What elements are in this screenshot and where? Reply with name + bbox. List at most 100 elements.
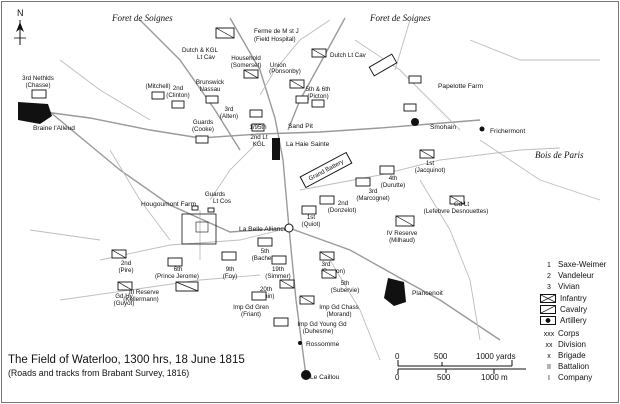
unit-duhesme-2: (Duhesme) [303, 328, 334, 335]
unit-marcognet-1: 3rd [369, 188, 379, 195]
unit-symbol [251, 123, 265, 132]
scale-m-0: 0 [395, 373, 400, 382]
hougoumont-enclosure [181, 213, 217, 245]
unit-dutch-lt-cav: Dutch Lt Cav [330, 52, 367, 59]
scale-m-1000: 1000 m [481, 373, 508, 382]
place-plancenoit: Plancenoit [412, 290, 443, 297]
unit-kgl2-2: KGL [253, 141, 266, 148]
scale-yards-500: 500 [434, 352, 448, 361]
infantry-symbol-icon [540, 294, 556, 304]
map-title-block: The Field of Waterloo, 1300 hrs, 18 June… [8, 354, 308, 378]
unit-durutte-1: 4th [389, 175, 398, 182]
unit-bachelu-2: (Bachelu) [252, 255, 278, 262]
unit-brunswick-1: Brunswick [196, 79, 225, 86]
place-papelotte: Papelotte Farm [438, 83, 484, 90]
unit-mitchell: (Mitchell) [145, 83, 170, 90]
place-bois-de-paris: Bois de Paris [535, 150, 584, 160]
unit-symbol [368, 53, 398, 77]
place-foret-east: Foret de Soignes [369, 13, 431, 23]
unit-symbol [151, 91, 165, 100]
unit-symbol [195, 135, 209, 144]
unit-symbol [167, 257, 183, 267]
unit-symbol [271, 255, 287, 265]
unit-guyot-1: Gd Hy [115, 293, 133, 300]
unit-marcognet-2: (Marcognet) [356, 195, 389, 202]
unit-alten-1: 3rd [225, 106, 235, 113]
scale-bar [397, 360, 526, 374]
unit-symbol [408, 75, 422, 84]
grand-battery-marker: Grand Battery [299, 151, 353, 189]
unit-lt-cav-2: (Jacquinot) [415, 167, 446, 174]
unit-symbol [221, 251, 237, 261]
unit-symbol [355, 177, 371, 187]
unit-durutte-2: (Durutte) [381, 182, 405, 189]
unit-donzelot-2: (Donzelot) [328, 207, 357, 214]
unit-symbol [319, 195, 335, 205]
road-network [29, 17, 601, 377]
unit-symbol [311, 99, 325, 108]
unit-pire-1: 2nd [121, 260, 132, 267]
unit-household-1: Household [231, 55, 261, 62]
unit-symbol [191, 205, 199, 211]
unit-simmer-1: 19th [272, 266, 285, 273]
place-ferme-line2: (Field Hospital) [254, 36, 296, 43]
unit-union-2: (Ponsonby) [269, 68, 301, 75]
unit-iv-reserve-1: IV Reserve [387, 230, 418, 237]
unit-symbol [257, 237, 273, 247]
artillery-symbol-icon [540, 316, 556, 326]
unit-bachelu-1: 5th [261, 248, 270, 255]
unit-foy-1: 9th [226, 266, 235, 273]
unit-iv-reserve-2: (Milhaud) [389, 237, 415, 244]
north-arrow-icon: N [14, 8, 26, 45]
unit-kellermann-1: III Reserve [129, 289, 159, 296]
unit-morand-2: (Morand) [326, 311, 351, 318]
unit-guards-cos: Guards [205, 191, 225, 198]
unit-janin-1: 20th [260, 286, 273, 293]
unit-clinton-1: 2nd [173, 85, 184, 92]
unit-symbol [379, 165, 395, 175]
legend-artillery: Artillery [540, 316, 587, 326]
place-sandpit: Sand Pit [288, 123, 313, 130]
place-foret-west: Foret de Soignes [111, 13, 173, 23]
legend-cavalry: Cavalry [540, 305, 587, 315]
unit-symbol [251, 291, 267, 301]
unit-domon-1: 3rd [322, 261, 332, 268]
place-frichermont: Frichermont [490, 128, 525, 135]
place-braine: Braine l'Alleud [33, 125, 75, 132]
unit-jerome-2: (Prince Jerome) [155, 273, 199, 280]
unit-picton-1: 5th & 6th [306, 86, 331, 93]
unit-gd-lt-1: Gd Lt [454, 201, 469, 208]
unit-subervie-2: (Subervie) [331, 287, 360, 294]
unit-symbol [301, 205, 317, 215]
unit-friant-1: Imp Gd Gren [233, 304, 269, 311]
place-hougoumont: Hougoumont Farm [141, 201, 196, 208]
compass-label: N [17, 8, 24, 18]
scale-yards-0: 0 [395, 352, 400, 361]
unit-symbol [207, 207, 215, 213]
unit-kgl2-1: 2nd Lt [250, 134, 267, 141]
unit-foy-2: (Foy) [223, 273, 237, 280]
place-belle-alliance: La Belle Alliance [239, 226, 288, 233]
unit-nethlds-2: (Chasse) [25, 82, 50, 89]
unit-symbol [205, 95, 219, 104]
unit-symbol [171, 100, 185, 109]
unit-kellermann-2: (Kellermann) [123, 296, 158, 303]
cavalry-symbol-icon [540, 305, 556, 315]
unit-friant-2: (Friant) [241, 311, 261, 318]
french-units: 1st (Jacquinot) 4th (Durutte) 3rd (Marco… [111, 149, 489, 335]
unit-guards-cooke-1: Guards [193, 119, 213, 126]
place-smohain: Smohain [430, 124, 456, 131]
unit-gd-lt-2: (Lefebvre Desnouettes) [424, 208, 489, 215]
unit-clinton-2: (Clinton) [166, 92, 189, 99]
unit-symbol [31, 89, 47, 99]
unit-dutch-kgl-2: Lt Cav [197, 54, 216, 61]
unit-lt-cav-1: 1st [426, 160, 435, 167]
